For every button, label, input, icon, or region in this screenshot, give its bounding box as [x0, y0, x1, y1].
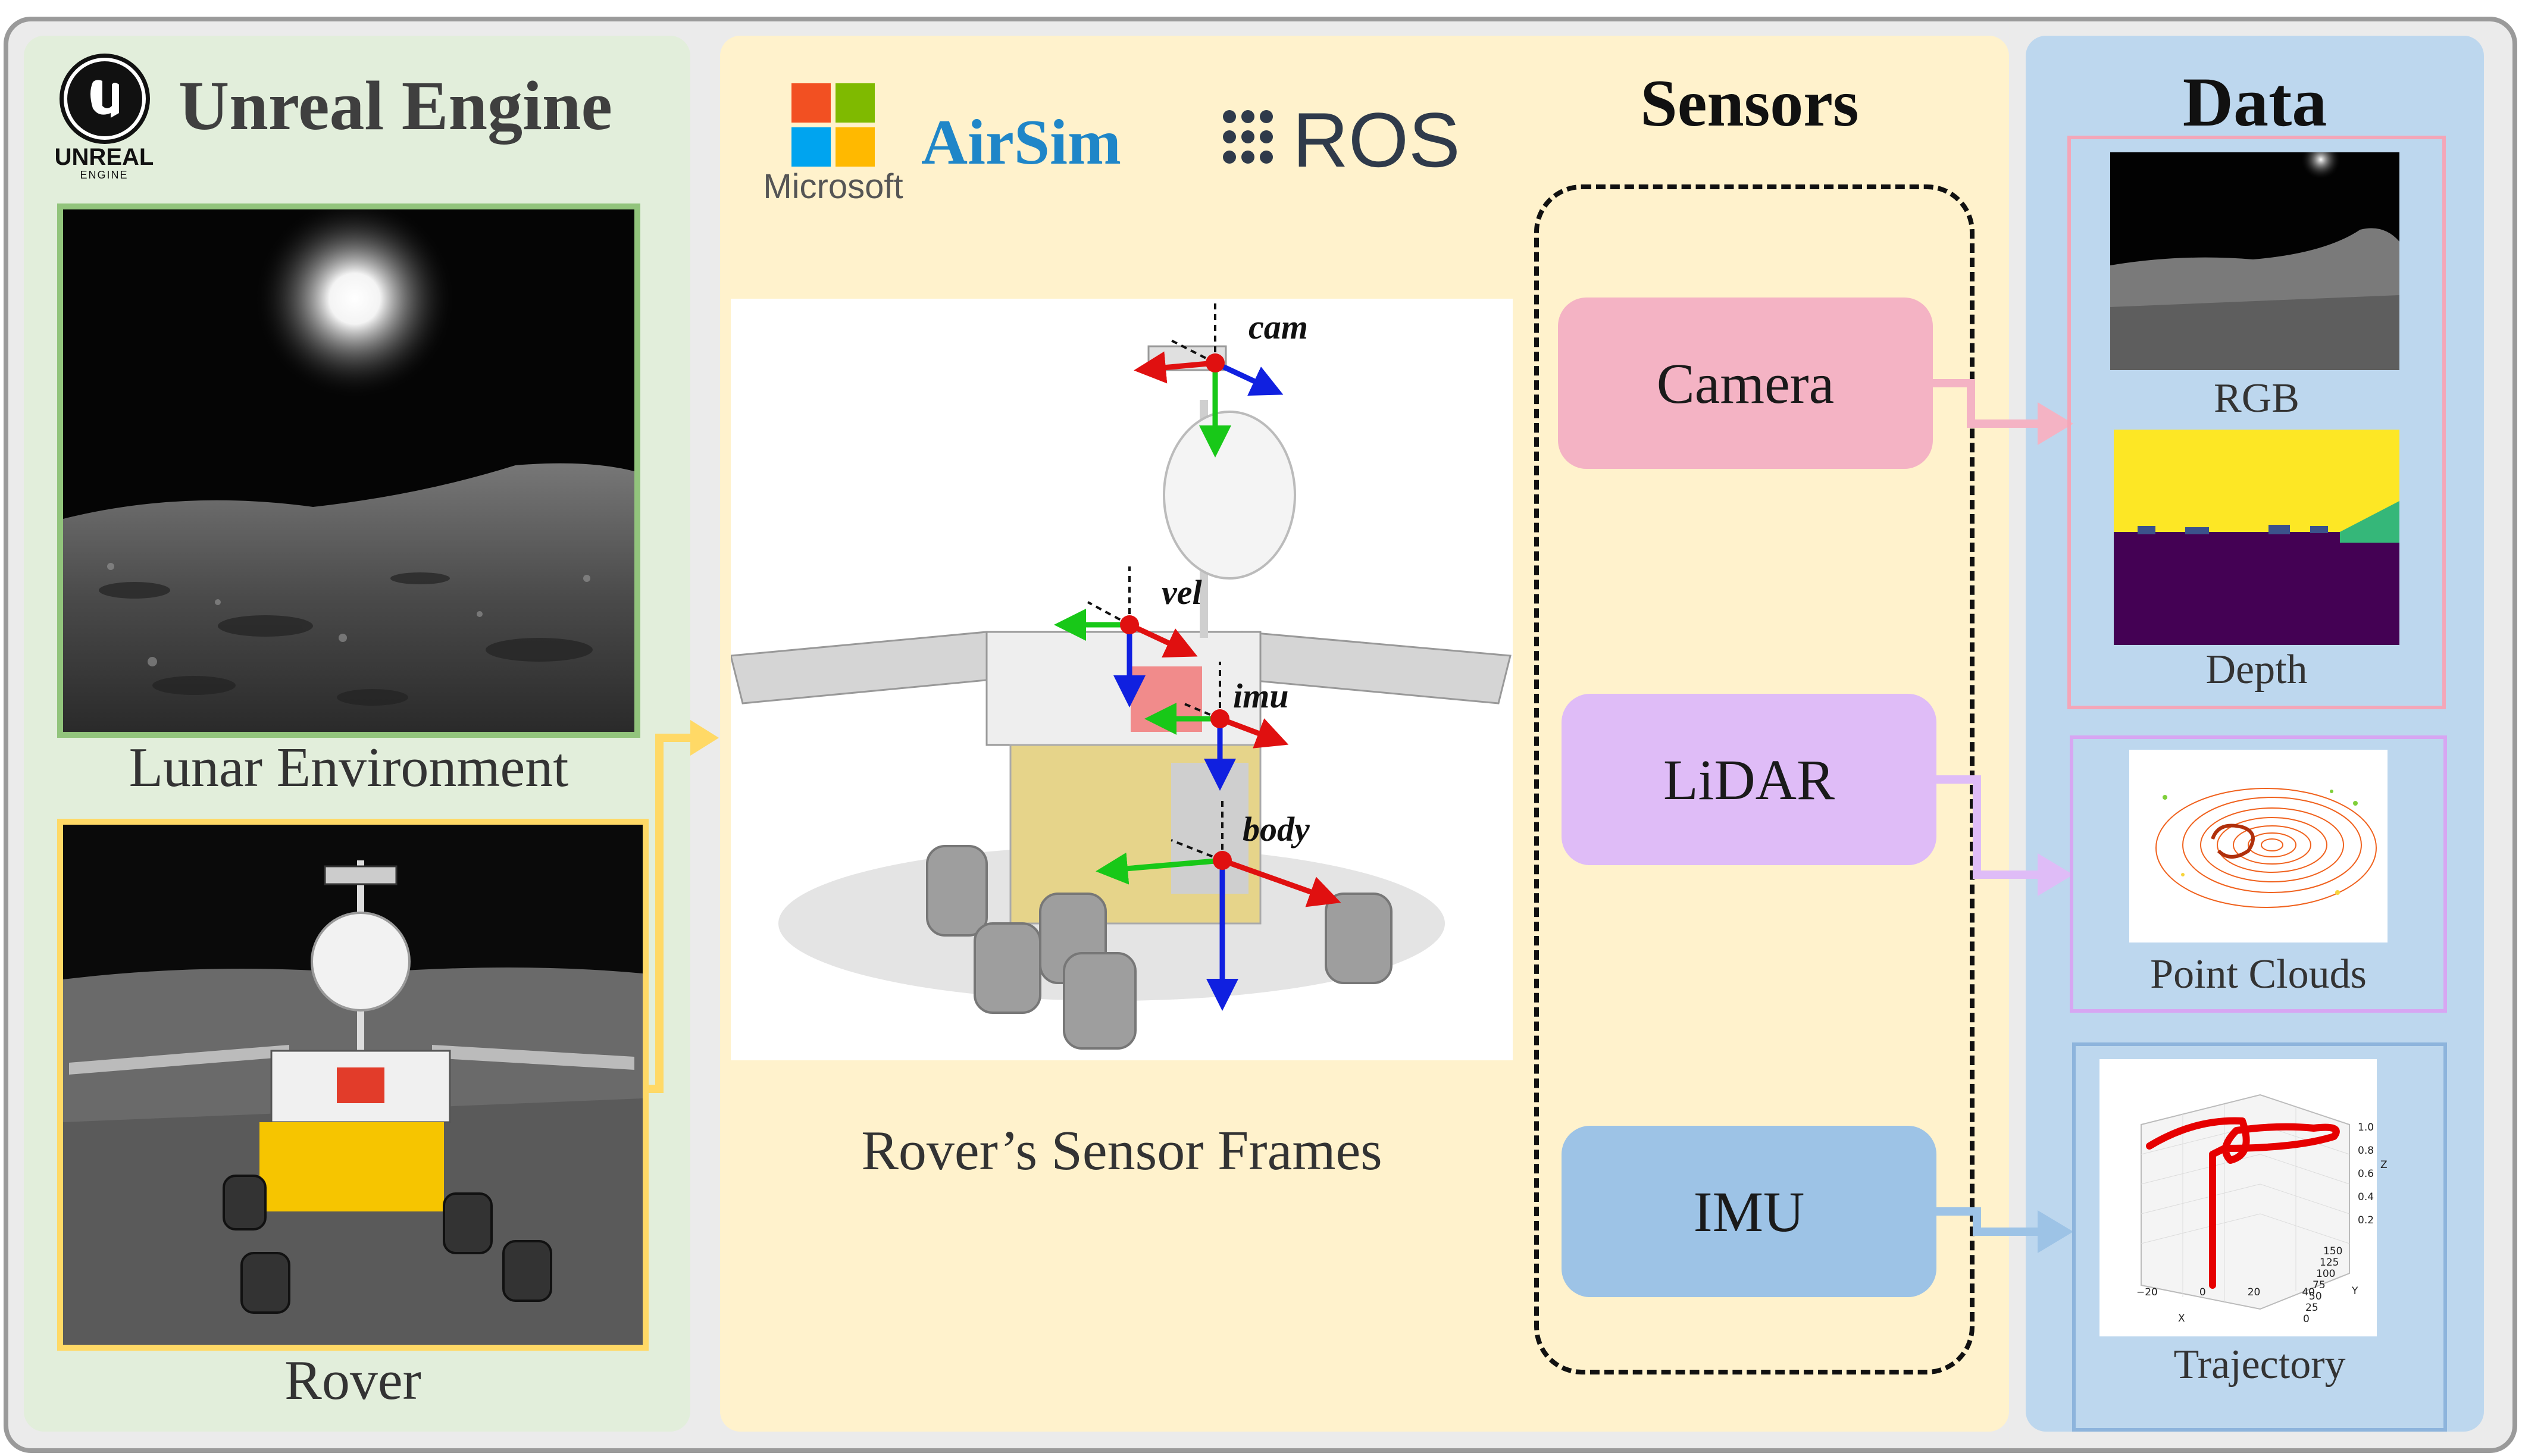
z-tick: 0.6 — [2358, 1168, 2374, 1180]
ros-label: ROS — [1293, 96, 1460, 183]
camera-to-rgb-arrow-icon — [1933, 357, 2076, 452]
lidar-sensor-box: LiDAR — [1562, 694, 1936, 865]
trajectory-z-ticks: 1.0 0.8 0.6 0.4 0.2 — [2358, 1116, 2374, 1232]
sensors-heading: Sensors — [1640, 67, 1859, 140]
data-heading: Data — [2182, 63, 2327, 141]
z-tick: 0.4 — [2358, 1191, 2374, 1203]
lunar-environment-image — [57, 203, 640, 738]
frame-label-body: body — [1243, 810, 1310, 848]
y-tick: 25 — [2305, 1302, 2318, 1314]
y-tick: 150 — [2323, 1245, 2343, 1257]
trajectory-y-ticks: 150 125 100 75 50 25 0 — [2303, 1246, 2342, 1325]
rover-sensor-frames-image — [731, 299, 1513, 1060]
unreal-engine-heading: Unreal Engine — [179, 67, 612, 145]
depth-image — [2114, 430, 2399, 645]
trajectory-y-axis-label: Y — [2352, 1285, 2358, 1297]
rgb-caption: RGB — [2214, 375, 2299, 421]
unreal-logo-text-line1: UNREAL — [54, 144, 154, 170]
x-tick: 40 — [2302, 1286, 2315, 1298]
trajectory-plot-image — [2099, 1059, 2377, 1336]
imu-sensor-box: IMU — [1562, 1126, 1936, 1297]
x-tick: −20 — [2136, 1286, 2158, 1298]
lidar-data-group — [2070, 735, 2447, 1013]
airsim-label: AirSim — [921, 107, 1121, 178]
imu-to-trajectory-arrow-icon — [1936, 1190, 2076, 1273]
imu-data-group — [2072, 1042, 2447, 1432]
camera-data-group — [2067, 136, 2446, 709]
trajectory-x-axis-label: X — [2178, 1313, 2185, 1325]
rover-to-sim-arrow-icon — [643, 714, 720, 1131]
y-tick: 100 — [2316, 1268, 2336, 1280]
depth-caption: Depth — [2205, 647, 2308, 693]
frame-label-vel: vel — [1162, 573, 1202, 612]
z-tick: 0.8 — [2358, 1145, 2374, 1157]
y-tick: 125 — [2320, 1257, 2339, 1269]
rover-image — [57, 819, 649, 1351]
camera-sensor-box: Camera — [1558, 298, 1933, 469]
y-tick: 75 — [2313, 1279, 2326, 1291]
ros-logo-icon — [1221, 107, 1275, 167]
z-tick: 0.2 — [2358, 1214, 2374, 1226]
x-tick: 20 — [2247, 1286, 2261, 1298]
lunar-environment-caption: Lunar Environment — [129, 737, 569, 799]
microsoft-label: Microsoft — [763, 167, 903, 206]
z-tick: 1.0 — [2358, 1122, 2374, 1134]
x-tick: 0 — [2199, 1286, 2206, 1298]
y-tick: 0 — [2303, 1313, 2310, 1325]
unreal-logo-text-line2: ENGINE — [80, 169, 129, 181]
lidar-to-pointcloud-arrow-icon — [1936, 768, 2076, 898]
point-cloud-image — [2129, 750, 2388, 943]
frame-label-imu: imu — [1233, 677, 1289, 715]
trajectory-caption: Trajectory — [2173, 1342, 2346, 1388]
trajectory-z-axis-label: Z — [2380, 1159, 2388, 1171]
sensor-frames-caption: Rover’s Sensor Frames — [861, 1120, 1382, 1182]
y-tick: 50 — [2309, 1291, 2322, 1302]
rgb-image — [2110, 152, 2399, 370]
rover-caption: Rover — [284, 1349, 421, 1411]
frame-label-cam: cam — [1249, 308, 1308, 346]
unreal-logo-icon — [57, 51, 152, 146]
point-clouds-caption: Point Clouds — [2150, 951, 2367, 997]
microsoft-logo-icon — [791, 83, 875, 167]
trajectory-x-ticks: −20 0 20 40 — [2136, 1286, 2315, 1298]
